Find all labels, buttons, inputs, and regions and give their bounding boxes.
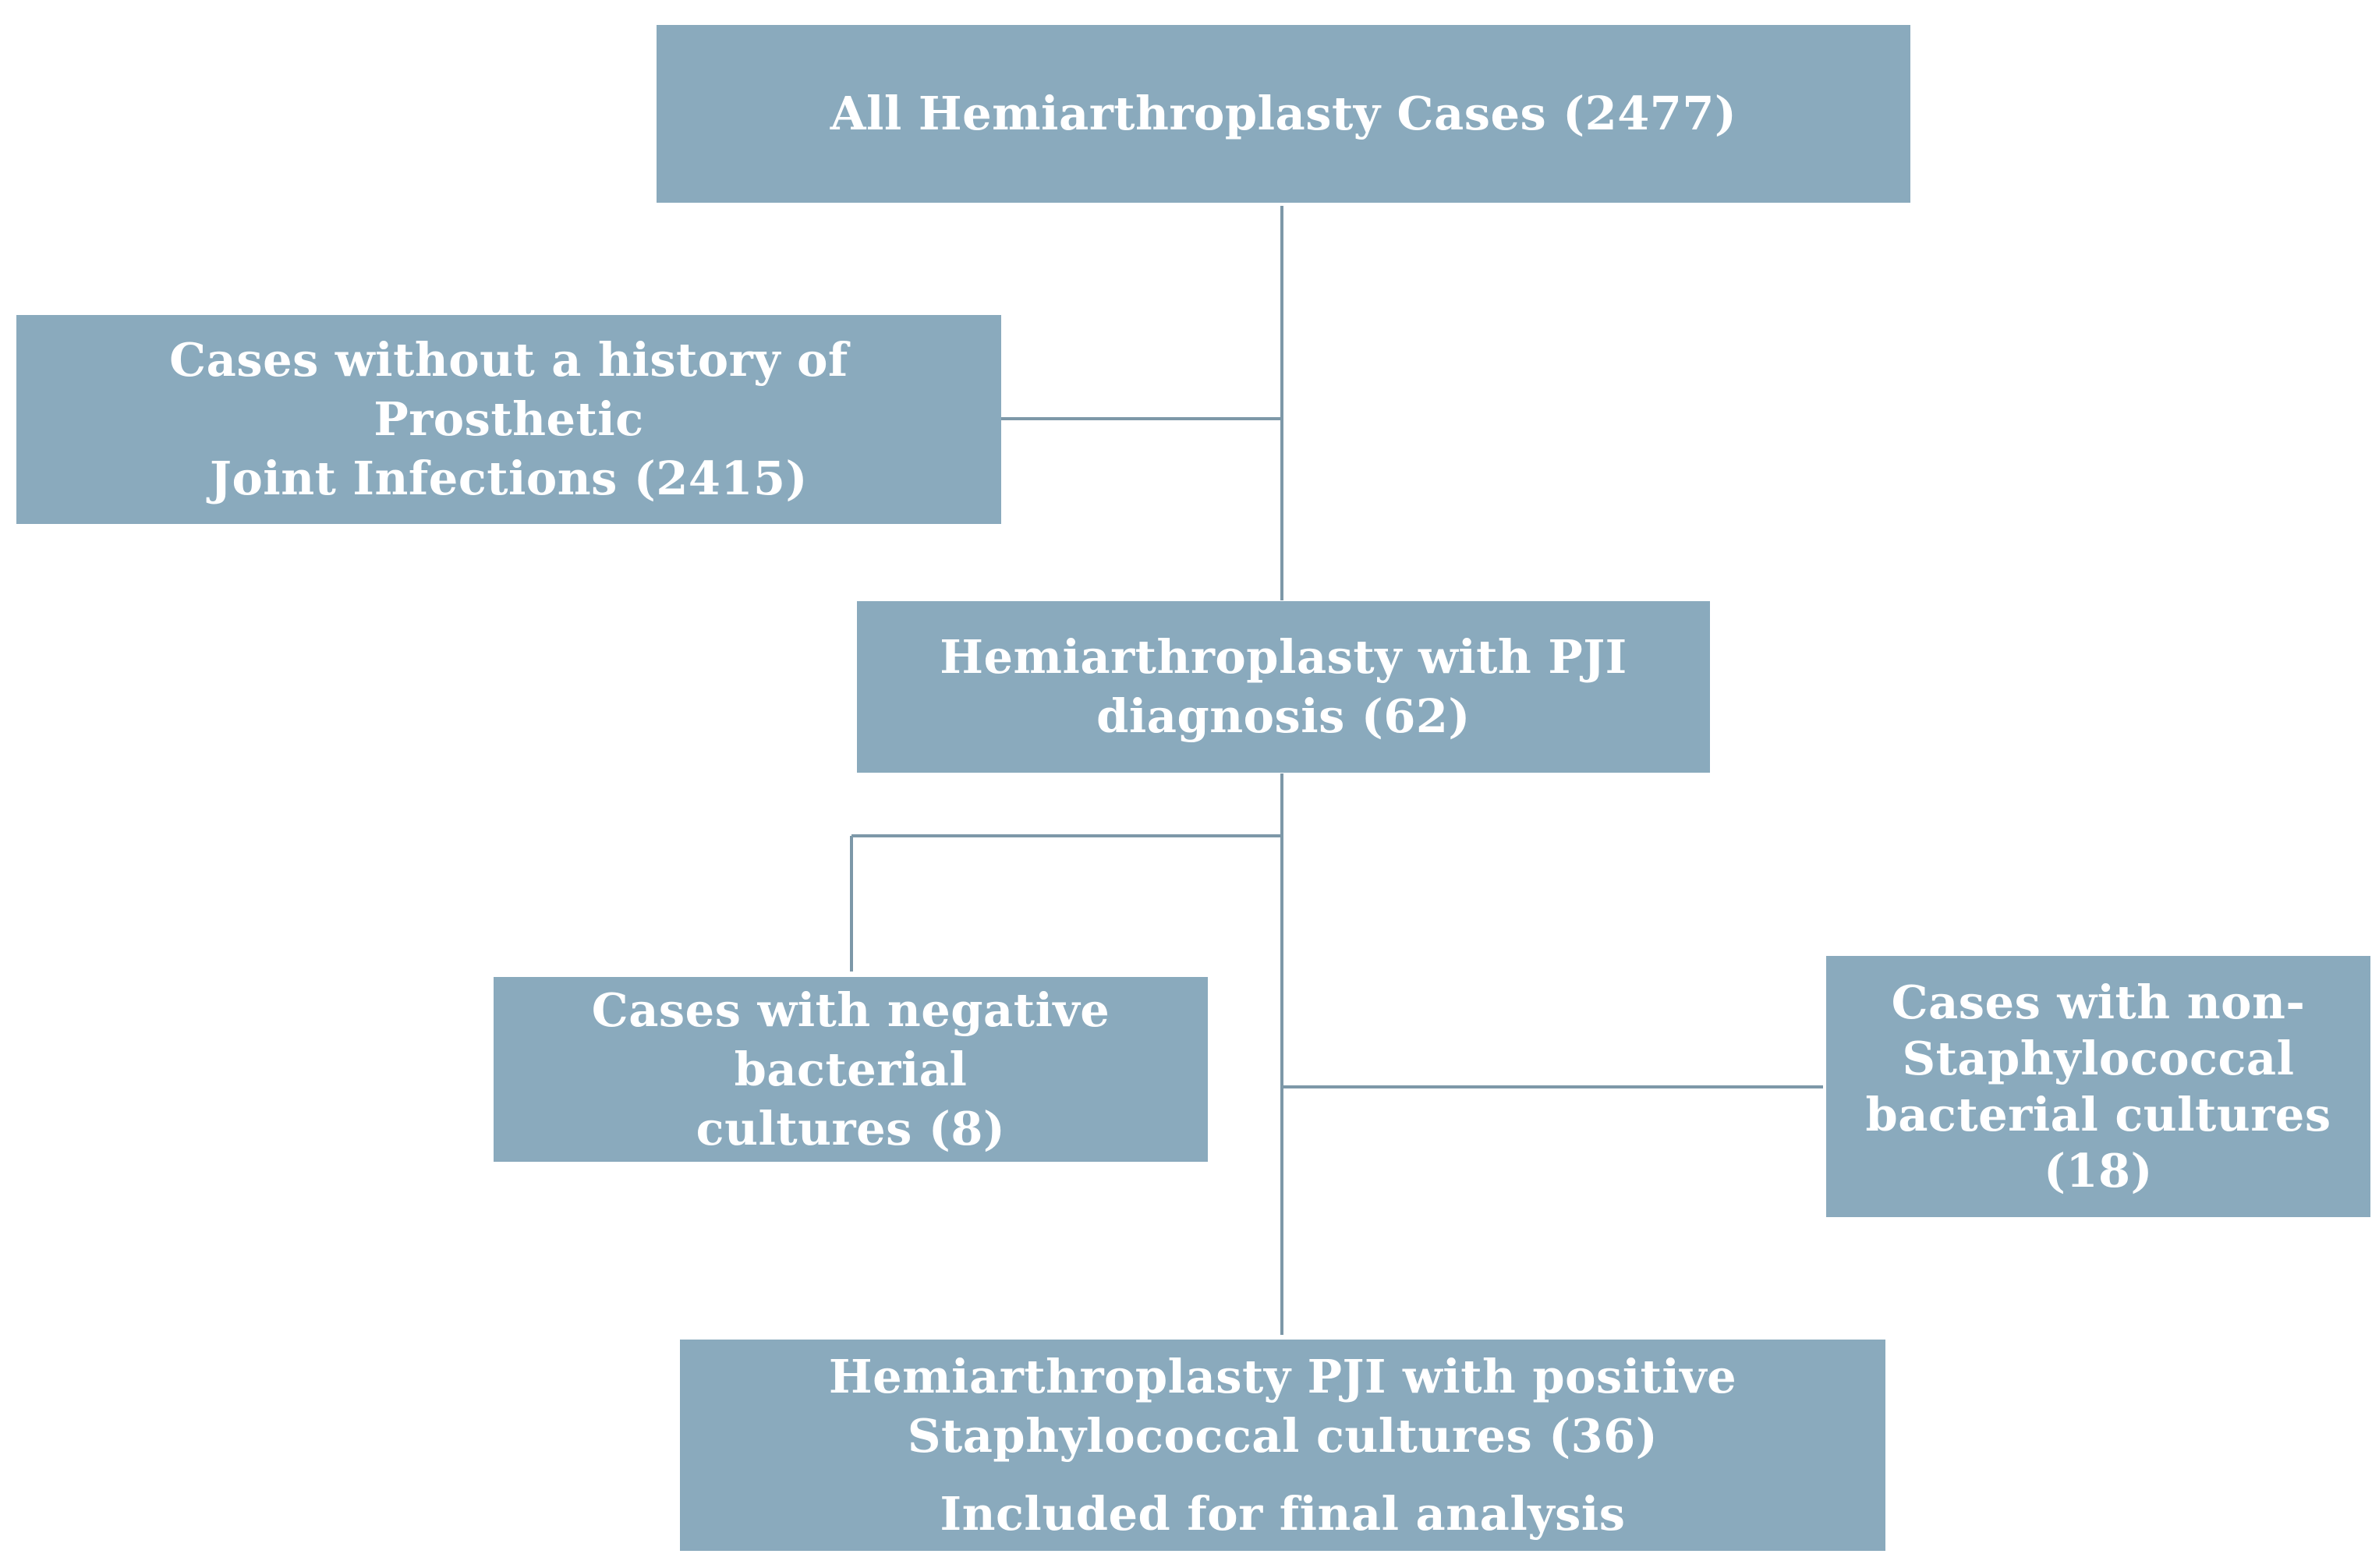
box-pji-diagnosis-line-1: Hemiarthroplasty with PJI xyxy=(940,630,1627,684)
box-staph-note: Included for final analysis xyxy=(940,1486,1626,1541)
box-non-staph-line-3: bacterial cultures (18) xyxy=(1865,1087,2331,1198)
box-no-pji-line-2: Joint Infections (2415) xyxy=(210,451,808,505)
box-pji-diagnosis-line-2: diagnosis (62) xyxy=(1096,689,1471,743)
box-negative-line-1: Cases with negative bacterial xyxy=(591,982,1110,1096)
box-non-staphylococcal-cultures: Cases with non- Staphylococcal bacterial… xyxy=(1826,956,2370,1217)
box-negative-bacterial-cultures: Cases with negative bacterial cultures (… xyxy=(494,977,1208,1162)
box-non-staph-line-2: Staphylococcal xyxy=(1902,1031,2295,1085)
box-staphylococcal-positive-cultures: Hemiarthroplasty PJI with positive Staph… xyxy=(680,1340,1885,1551)
box-all-cases-line-1: All Hemiarthroplasty Cases (2477) xyxy=(830,87,1737,140)
box-no-pji-line-1: Cases without a history of Prosthetic xyxy=(169,333,848,446)
box-staph-line-1: Hemiarthroplasty PJI with positive xyxy=(828,1349,1737,1403)
box-cases-without-pji-history: Cases without a history of Prosthetic Jo… xyxy=(16,315,1001,524)
box-non-staph-line-1: Cases with non- xyxy=(1891,975,2306,1029)
box-negative-line-2: cultures (8) xyxy=(696,1101,1006,1156)
box-all-hemiarthroplasty-cases: All Hemiarthroplasty Cases (2477) xyxy=(657,25,1910,203)
box-staph-line-2: Staphylococcal cultures (36) xyxy=(907,1408,1659,1463)
box-hemiarthroplasty-pji-diagnosis: Hemiarthroplasty with PJI diagnosis (62) xyxy=(857,601,1710,773)
